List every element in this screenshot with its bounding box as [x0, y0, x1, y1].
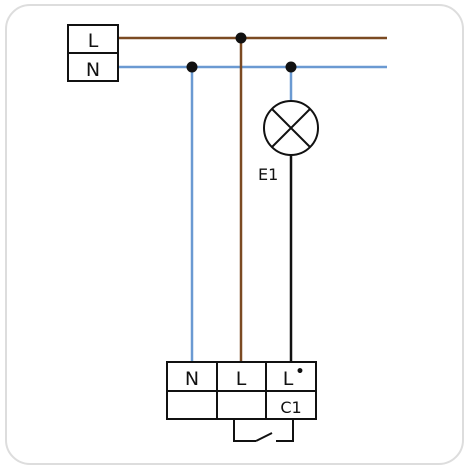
diagram-frame — [5, 4, 464, 465]
contact-right-lead — [276, 419, 294, 442]
switch-channel-label: C1 — [280, 398, 301, 417]
junction-dot — [186, 61, 198, 73]
junction-dot — [235, 32, 247, 44]
lamp-cross-line — [271, 108, 311, 148]
supply-terminal-block: L N — [67, 24, 119, 82]
switch-module: N L L • C1 — [166, 361, 317, 420]
switch-terminal-n-label: N — [185, 368, 199, 390]
supply-terminal-label: N — [86, 59, 100, 81]
contact-left-lead — [233, 419, 256, 442]
supply-terminal-label: L — [88, 30, 99, 52]
switch-terminal-prime-mark: • — [296, 364, 305, 380]
switch-terminal-l-prime-label: L — [283, 368, 294, 390]
lamp-label: E1 — [258, 165, 278, 184]
wires — [118, 36, 387, 362]
junctions — [186, 32, 297, 73]
contact-blade — [255, 432, 273, 442]
push-button-contact — [233, 419, 294, 442]
lamp-symbol: E1 — [258, 100, 319, 184]
junction-dot — [285, 61, 297, 73]
switch-terminal-l-label: L — [236, 368, 247, 390]
